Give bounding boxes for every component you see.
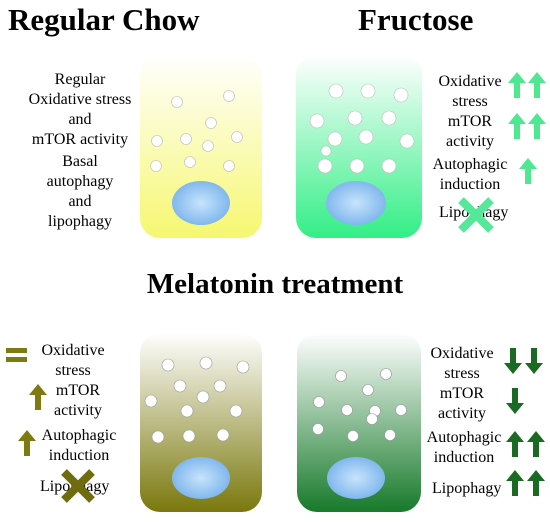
mel-right-autophagic-double-up-arrow-icon xyxy=(506,431,545,457)
label-autophagic: Autophagic xyxy=(426,429,502,446)
label-mtor-activity: mTOR activity xyxy=(31,131,129,148)
label-basal: Basal xyxy=(62,153,98,170)
label-oxidative-stress: Oxidative stress xyxy=(28,91,132,108)
mel-left-mtor-up-arrow-icon xyxy=(29,384,47,410)
label-stress: stress xyxy=(444,365,480,382)
mel-right-oxidative-double-down-arrow-icon xyxy=(504,348,543,374)
label-mtor: mTOR xyxy=(55,382,101,399)
mel-left-lipophagy-cross-icon xyxy=(61,469,95,503)
label-mtor: mTOR xyxy=(439,385,485,402)
mel-left-mtor-label: mTOR activity xyxy=(40,381,116,421)
fructose-oxidative-double-up-arrow-icon xyxy=(508,72,546,98)
title-regular-chow: Regular Chow xyxy=(8,2,200,37)
mel-right-mtor-label: mTOR activity xyxy=(424,384,500,424)
label-lipophagy: lipophagy xyxy=(48,213,112,230)
mel-right-lipophagy-double-up-arrow-icon xyxy=(506,470,545,496)
mel-right-autophagic-label: Autophagic induction xyxy=(424,428,504,468)
label-mtor: mTOR xyxy=(447,113,493,130)
label-stress: stress xyxy=(55,362,91,379)
hepatocyte-regular-chow xyxy=(140,55,262,238)
label-oxidative: Oxidative xyxy=(41,342,105,359)
label-autophagic: Autophagic xyxy=(41,427,117,444)
title-fructose: Fructose xyxy=(358,2,474,37)
label-regular: Regular xyxy=(54,71,106,88)
fructose-autophagic-label: Autophagic induction xyxy=(432,155,508,195)
label-and: and xyxy=(68,193,92,210)
mel-right-mtor-down-arrow-icon xyxy=(506,388,524,414)
mel-left-autophagic-up-arrow-icon xyxy=(18,430,36,456)
label-oxidative: Oxidative xyxy=(430,345,494,362)
hepatocyte-melatonin-olive xyxy=(140,333,262,512)
mel-left-oxidative-label: Oxidative stress xyxy=(30,341,116,381)
label-activity: activity xyxy=(54,402,102,419)
label-stress: stress xyxy=(452,93,488,110)
label-induction: induction xyxy=(433,449,495,466)
hepatocyte-fructose xyxy=(296,55,422,238)
mel-right-oxidative-label: Oxidative stress xyxy=(424,344,500,384)
fructose-autophagic-up-arrow-icon xyxy=(519,158,537,184)
fructose-mtor-double-up-arrow-icon xyxy=(508,113,546,139)
hepatocyte-melatonin-green xyxy=(297,333,421,512)
label-activity: activity xyxy=(438,405,486,422)
regular-chow-labels: Regular Oxidative stress and mTOR activi… xyxy=(20,70,140,150)
title-melatonin-treatment: Melatonin treatment xyxy=(146,268,404,300)
fructose-mtor-label: mTOR activity xyxy=(432,112,508,152)
mel-left-autophagic-label: Autophagic induction xyxy=(36,426,122,466)
fructose-oxidative-label: Oxidative stress xyxy=(432,72,508,112)
label-autophagic: Autophagic xyxy=(432,156,508,173)
regular-chow-autophagy-labels: Basal autophagy and lipophagy xyxy=(20,152,140,232)
label-induction: induction xyxy=(439,176,501,193)
label-and: and xyxy=(68,111,92,128)
label-oxidative: Oxidative xyxy=(438,73,502,90)
mel-left-oxidative-equal-icon xyxy=(6,348,27,362)
fructose-lipophagy-cross-icon xyxy=(458,197,494,233)
mel-right-lipophagy-label: Lipophagy xyxy=(432,480,502,497)
label-activity: activity xyxy=(446,133,494,150)
label-autophagy: autophagy xyxy=(46,173,114,190)
label-induction: induction xyxy=(48,447,110,464)
